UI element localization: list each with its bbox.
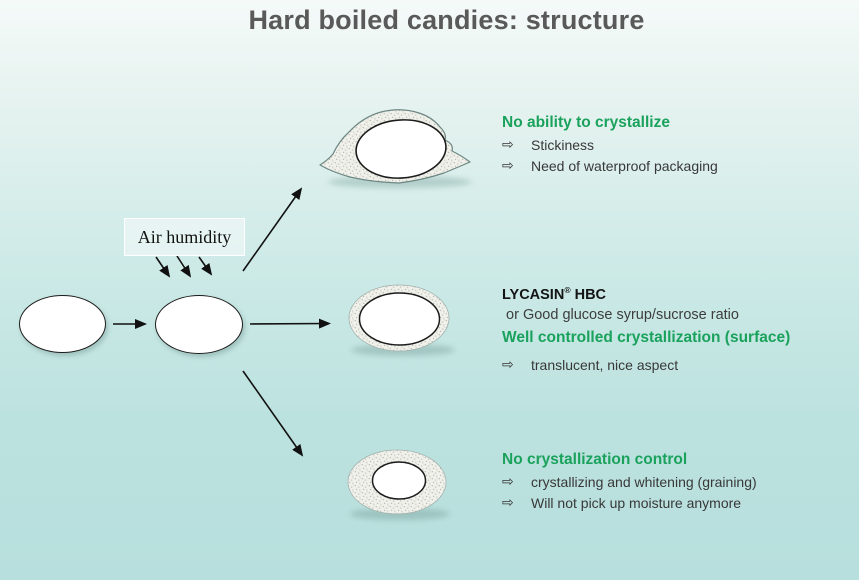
sticky-candy-core xyxy=(355,119,447,179)
grained-candy-core xyxy=(371,461,427,500)
bullet-item: ⇨ Stickiness xyxy=(502,137,858,154)
bullet-arrow-glyph: ⇨ xyxy=(502,356,514,373)
bullet-item: ⇨ Will not pick up moisture anymore xyxy=(502,495,858,512)
arrow-stage2-to-sticky-candy xyxy=(242,187,303,272)
air-humidity-arrow-3 xyxy=(198,256,213,276)
brand-name: LYCASIN xyxy=(502,286,565,303)
section-heading: No crystallization control xyxy=(502,451,688,468)
lycasin-brand-line: LYCASIN® HBC xyxy=(502,281,858,305)
bullet-text: Will not pick up moisture anymore xyxy=(531,495,742,511)
candy-mass-ellipse-1 xyxy=(19,295,106,353)
candy-mass-ellipse-2 xyxy=(155,295,243,354)
surface-candy-core xyxy=(358,292,441,346)
brand-suffix: HBC xyxy=(570,286,607,303)
bullet-text: crystallizing and whitening (graining) xyxy=(531,474,757,490)
arrow-stage2-to-grained-candy xyxy=(242,370,304,457)
bullet-item: ⇨ crystallizing and whitening (graining) xyxy=(502,474,858,491)
bullet-arrow-glyph: ⇨ xyxy=(502,158,514,174)
section-well-controlled-crystallization: LYCASIN® HBC or Good glucose syrup/sucro… xyxy=(502,281,858,374)
bullet-arrow-glyph: ⇨ xyxy=(502,495,514,511)
bullet-arrow-glyph: ⇨ xyxy=(502,474,514,490)
bullet-text: Need of waterproof packaging xyxy=(531,158,718,174)
air-humidity-arrow-2 xyxy=(176,255,192,278)
section-no-ability-to-crystallize: No ability to crystallize ⇨ Stickiness ⇨… xyxy=(502,113,858,175)
bullet-text: translucent, nice aspect xyxy=(531,356,679,373)
bullet-text: Stickiness xyxy=(531,137,595,153)
bullet-arrow-glyph: ⇨ xyxy=(502,137,514,153)
arrow-stage2-to-surface-candy xyxy=(249,318,331,329)
sticky-candy-illustration xyxy=(319,109,471,184)
bullet-item: ⇨ translucent, nice aspect xyxy=(502,357,858,374)
registered-mark: ® xyxy=(564,285,571,295)
bullet-item: ⇨ Need of waterproof packaging xyxy=(502,158,858,175)
section-heading: No ability to crystallize xyxy=(502,114,670,131)
section-no-crystallization-control: No crystallization control ⇨ crystallizi… xyxy=(502,450,858,512)
section-heading: Well controlled crystallization (surface… xyxy=(502,328,791,346)
air-humidity-label-box: Air humidity xyxy=(124,218,245,256)
air-humidity-label: Air humidity xyxy=(137,226,232,247)
air-humidity-arrow-1 xyxy=(155,256,171,278)
grained-candy-illustration xyxy=(347,449,447,515)
slide-title: Hard boiled candies: structure xyxy=(248,5,645,35)
surface-crystallized-candy-illustration xyxy=(348,284,450,352)
alternative-line: or Good glucose syrup/sucrose ratio xyxy=(502,306,739,323)
